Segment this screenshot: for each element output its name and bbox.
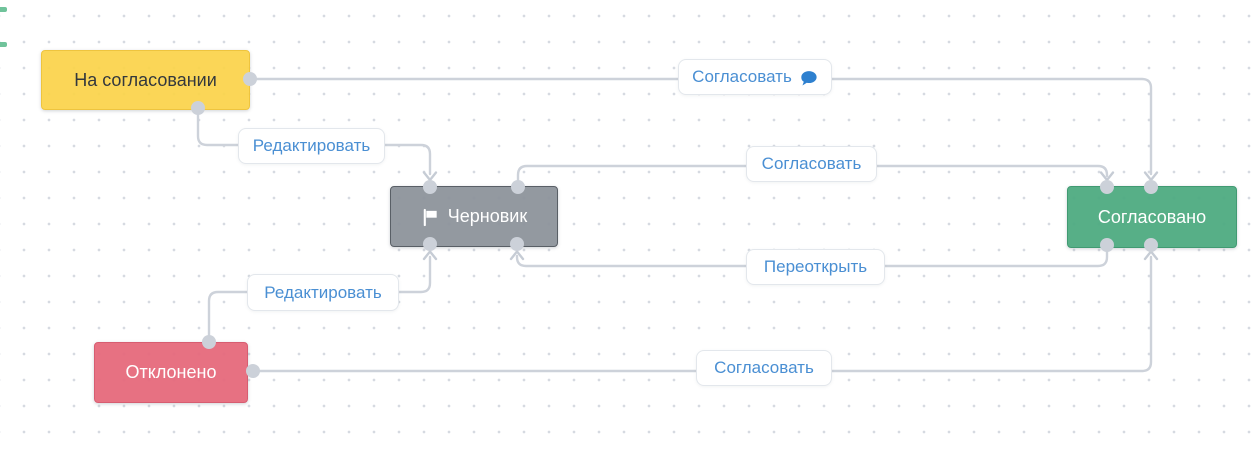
port-draft-bottom-right[interactable] <box>510 237 524 251</box>
node-label: Черновик <box>447 206 528 226</box>
transition-label-text: Редактировать <box>252 136 371 155</box>
port-approved-bottom-left[interactable] <box>1100 238 1114 252</box>
transition-label-text: Согласовать <box>761 154 862 173</box>
transition-label-text: Согласовать <box>714 358 814 377</box>
transition-reopen[interactable]: Переоткрыть <box>746 249 885 285</box>
transition-approve-mid[interactable]: Согласовать <box>746 146 877 182</box>
port-approved-top-left[interactable] <box>1100 180 1114 194</box>
node-draft[interactable]: Черновик <box>390 186 558 247</box>
node-label: Отклонено <box>125 362 217 382</box>
port-on-approval-right[interactable] <box>243 72 257 86</box>
transition-label-text: Редактировать <box>264 282 382 302</box>
node-label: На согласовании <box>74 69 217 90</box>
transition-label-text: Согласовать <box>692 67 792 86</box>
port-rejected-right[interactable] <box>246 364 260 378</box>
canvas-left-marker <box>0 42 7 47</box>
node-rejected[interactable]: Отклонено <box>94 342 248 403</box>
port-rejected-top[interactable] <box>202 335 216 349</box>
comment-icon <box>799 70 818 87</box>
transition-label-text: Переоткрыть <box>763 257 868 276</box>
transition-edit-top[interactable]: Редактировать <box>238 128 385 164</box>
node-on-approval[interactable]: На согласовании <box>41 50 250 110</box>
canvas-left-marker <box>0 7 7 12</box>
port-draft-bottom-left[interactable] <box>423 237 437 251</box>
node-label: Согласовано <box>1097 206 1207 227</box>
port-on-approval-bottom[interactable] <box>191 101 205 115</box>
transition-edit-bottom[interactable]: Редактировать <box>247 274 399 311</box>
port-approved-bottom-right[interactable] <box>1144 238 1158 252</box>
transition-approve-with-comment[interactable]: Согласовать <box>678 59 832 95</box>
transition-approve-bottom[interactable]: Согласовать <box>696 350 832 386</box>
port-draft-top-left[interactable] <box>423 180 437 194</box>
port-approved-top-right[interactable] <box>1144 180 1158 194</box>
node-approved[interactable]: Согласовано <box>1067 186 1237 248</box>
port-draft-top-right[interactable] <box>511 180 525 194</box>
flag-icon <box>421 208 440 227</box>
